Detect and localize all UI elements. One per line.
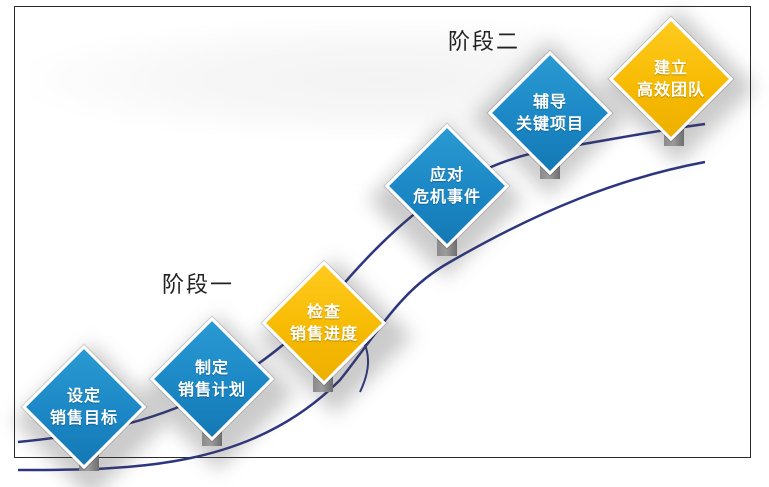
- step-3-line2: 销售进度: [289, 324, 358, 343]
- step-5-label: 辅导 关键项目: [490, 83, 610, 143]
- step-1-line1: 设定: [66, 386, 101, 405]
- step-4-line2: 危机事件: [412, 187, 481, 206]
- step-4-label: 应对 危机事件: [387, 156, 507, 216]
- step-1-line2: 销售目标: [49, 408, 118, 427]
- step-2-line1: 制定: [194, 358, 229, 377]
- step-6-label: 建立 高效团队: [611, 49, 731, 109]
- step-5-line2: 关键项目: [515, 114, 584, 133]
- step-6-line1: 建立: [653, 58, 688, 77]
- upper-curve: [17, 122, 706, 444]
- step-6-line2: 高效团队: [636, 80, 705, 99]
- stage-two-label: 阶段二: [448, 30, 521, 55]
- step-4-line1: 应对: [429, 165, 464, 184]
- step-3-label: 检查 销售进度: [264, 293, 384, 353]
- step-5-line1: 辅导: [532, 92, 567, 111]
- step-3-line1: 检查: [306, 302, 341, 321]
- stage-one-label: 阶段一: [162, 273, 235, 298]
- step-1-label: 设定 销售目标: [24, 377, 144, 437]
- step-2-label: 制定 销售计划: [152, 349, 272, 409]
- step-2-line2: 销售计划: [177, 380, 246, 399]
